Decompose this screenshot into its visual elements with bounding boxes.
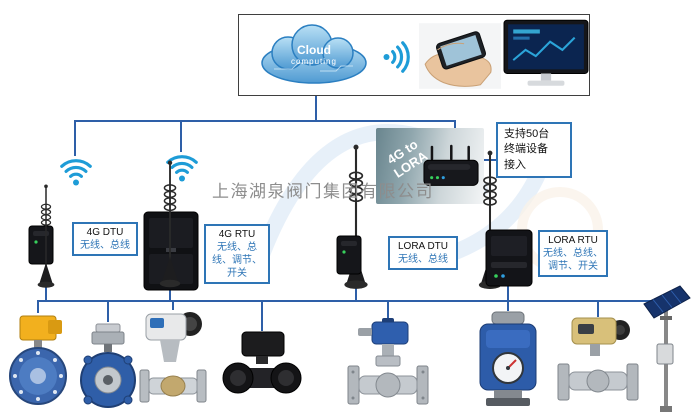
wifi-icon	[58, 154, 94, 190]
product-butterfly-valve-yellow	[9, 315, 67, 405]
product-gate-valve-actuator	[139, 312, 207, 403]
connector-line	[261, 300, 263, 331]
monitor-icon	[503, 19, 589, 86]
connector-line	[37, 300, 39, 313]
device-label-4g-rtu: 4G RTU 无线、总线、调节、开关	[204, 224, 270, 284]
company-watermark: 上海湖泉阀门集团有限公司	[212, 182, 434, 201]
antenna-icon	[156, 160, 184, 290]
product-ball-valve-tan-actuator	[557, 317, 639, 401]
cloud-label-line2: computing	[291, 57, 337, 66]
device-label-lora-rtu: LORA RTU 无线、总线、调节、开关	[538, 230, 608, 277]
connector-line	[387, 300, 389, 319]
device-desc: 无线、总线	[398, 254, 448, 265]
connector-line	[597, 300, 599, 317]
gateway-photo: 4G to LORA	[376, 128, 484, 204]
rtu-cabinet-device	[143, 211, 199, 291]
cloud-platform-panel: Cloud computing	[238, 14, 590, 96]
connector-line	[74, 120, 76, 156]
device-name: 4G DTU	[86, 227, 124, 238]
product-ball-valve-black	[222, 331, 302, 394]
cloud-computing-icon	[261, 24, 367, 84]
device-name: 4G RTU	[218, 229, 256, 240]
antenna-icon	[32, 184, 60, 290]
product-large-blue-actuator-gauge	[479, 311, 537, 406]
distribution-line	[74, 120, 456, 122]
device-label-4g-dtu: 4G DTU 无线、总线	[72, 222, 138, 256]
dtu-device	[336, 235, 362, 275]
device-label-lora-dtu: LORA DTU 无线、总线	[388, 236, 458, 270]
solar-panel-icon	[643, 285, 691, 412]
connector-line	[169, 288, 171, 300]
connector-line	[180, 120, 182, 152]
device-name: LORA DTU	[397, 241, 448, 252]
device-desc: 无线、总线	[80, 240, 130, 251]
wifi-icon	[379, 39, 415, 75]
rtu-device	[485, 229, 533, 287]
connector-riser	[315, 96, 317, 121]
device-name: LORA RTU	[548, 235, 598, 246]
connector-line	[507, 300, 509, 311]
cloud-label: Cloud computing	[253, 43, 375, 66]
support-note: 支持50台 终端设备 接入	[496, 122, 572, 179]
callout-line	[474, 159, 498, 161]
dtu-device	[28, 225, 54, 265]
device-desc: 无线、总线、调节、开关	[212, 242, 262, 279]
connector-line	[45, 286, 47, 300]
bus-line	[38, 300, 664, 302]
connector-line	[355, 288, 357, 300]
phone-in-hand-icon	[419, 23, 501, 89]
connector-line	[172, 300, 174, 310]
connector-line	[507, 286, 509, 300]
connector-line	[107, 300, 109, 322]
product-butterfly-valve-blue-wafer	[80, 323, 136, 408]
cloud-label-line1: Cloud	[297, 43, 331, 57]
product-ball-valve-blue-actuator	[347, 318, 429, 405]
device-desc: 无线、总线、调节、开关	[543, 248, 603, 272]
